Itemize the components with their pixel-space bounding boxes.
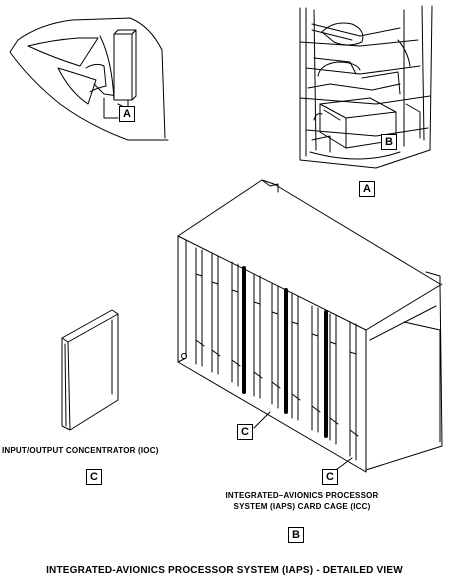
ioc-card-drawing	[61, 309, 119, 431]
leader-lines	[117, 103, 353, 471]
icc-caption-line-2: SYSTEM (IAPS) CARD CAGE (ICC)	[233, 502, 371, 511]
figure-title: INTEGRATED-AVIONICS PROCESSOR SYSTEM (IA…	[46, 565, 403, 576]
ioc-caption: INPUT/OUTPUT CONCENTRATOR (IOC)	[2, 446, 159, 455]
detail-b-callout: B	[381, 134, 397, 150]
detail-a-callout: A	[119, 106, 135, 122]
aircraft-nose-drawing	[9, 17, 169, 141]
ioc-view-label: C	[86, 469, 102, 485]
equipment-rack-drawing	[299, 5, 433, 169]
icc-caption-line-1: INTEGRATED–AVIONICS PROCESSOR	[225, 491, 379, 500]
card-cage-callout-c-2: C	[322, 469, 338, 485]
card-cage-view-label: B	[288, 527, 304, 543]
card-cage-drawing	[177, 179, 443, 473]
card-cage-callout-c-1: C	[237, 424, 253, 440]
view-a-label: A	[359, 181, 375, 197]
